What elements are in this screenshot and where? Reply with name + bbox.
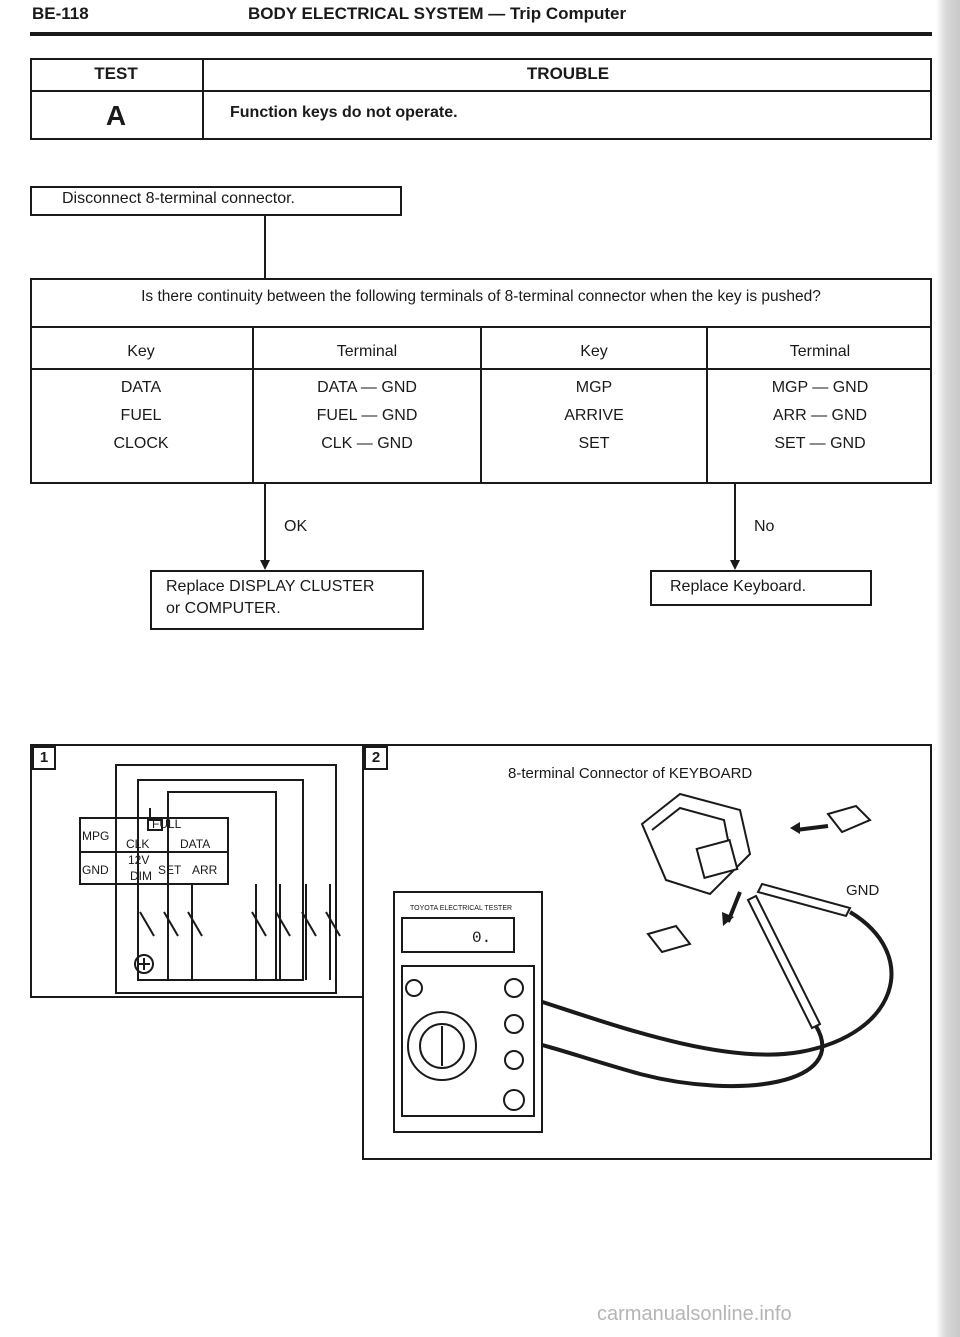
page-number: BE-118 <box>32 4 89 23</box>
figure-2-title: 8-terminal Connector of KEYBOARD <box>508 765 753 782</box>
terminal-header-2: Terminal <box>789 343 851 360</box>
connector-label: ARR <box>192 863 218 877</box>
list-item: ARR — GND <box>772 407 868 424</box>
gnd-label: GND <box>846 882 880 899</box>
terminal-header-1: Terminal <box>336 343 398 360</box>
no-branch-line <box>734 484 736 564</box>
trouble-header: TROUBLE <box>526 64 610 83</box>
list-item: DATA <box>120 379 162 396</box>
trouble-value: Function keys do not operate. <box>230 104 458 121</box>
ok-result-line2: or COMPUTER. <box>166 600 281 617</box>
figure-2-number: 2 <box>364 746 388 770</box>
key-column-2: MGP ARRIVE SET <box>482 374 706 458</box>
test-value: A <box>105 100 127 131</box>
connector-label: FULL <box>152 817 182 831</box>
ok-result-line1: Replace DISPLAY CLUSTER <box>166 578 375 595</box>
key-col-divider-1 <box>252 326 254 484</box>
keyboard-test-illustration: TOYOTA ELECTRICAL TESTER 0. <box>393 792 894 1133</box>
list-item: SET — GND <box>774 435 866 452</box>
list-item: CLOCK <box>113 435 169 452</box>
test-table-divider-h <box>30 90 932 92</box>
no-label: No <box>754 518 775 535</box>
connector-label: GND <box>82 863 109 877</box>
terminal-column-1: DATA — GND FUEL — GND CLK — GND <box>254 374 480 458</box>
terminal-column-2: MGP — GND ARR — GND SET — GND <box>708 374 932 458</box>
list-item: CLK — GND <box>321 435 413 452</box>
list-item: DATA — GND <box>317 379 417 396</box>
key-header-1: Key <box>127 343 155 360</box>
svg-text:0.: 0. <box>472 929 491 947</box>
ok-branch-line <box>264 484 266 564</box>
list-item: SET <box>578 435 610 452</box>
step-disconnect-text: Disconnect 8-terminal connector. <box>62 190 295 207</box>
ok-result-box <box>150 570 424 630</box>
list-item: FUEL — GND <box>316 407 418 424</box>
key-column-1: DATA FUEL CLOCK <box>30 374 252 458</box>
connector-label: MPG <box>82 829 109 843</box>
test-table-divider-v <box>202 58 204 140</box>
no-result-text: Replace Keyboard. <box>670 578 807 595</box>
tester-brand: TOYOTA ELECTRICAL TESTER <box>410 905 512 912</box>
connector-label: SET <box>158 863 182 877</box>
connector-label: 12V <box>128 853 149 867</box>
key-header-2: Key <box>580 343 608 360</box>
connector-label: DIM <box>130 869 152 883</box>
header-rule <box>30 32 932 36</box>
question-text: Is there continuity between the followin… <box>141 288 821 305</box>
watermark: carmanualsonline.info <box>597 1303 792 1325</box>
flow-connector-1 <box>264 216 266 278</box>
key-col-divider-3 <box>706 326 708 484</box>
no-result-box <box>650 570 872 606</box>
step-disconnect-box <box>30 186 402 216</box>
scan-edge-shadow <box>936 0 960 1337</box>
switch-circuit-diagram: MPG FULL CLK DATA GND 12V DIM SET ARR <box>79 764 341 994</box>
test-trouble-table <box>30 58 932 140</box>
page-header: BODY ELECTRICAL SYSTEM — Trip Computer <box>248 4 627 23</box>
list-item: MGP — GND <box>771 379 869 396</box>
key-col-divider-2 <box>480 326 482 484</box>
list-item: MGP <box>575 379 613 396</box>
connector-label: CLK <box>126 837 149 851</box>
figure-1-frame <box>30 744 364 998</box>
list-item: ARRIVE <box>564 407 624 424</box>
connector-label: DATA <box>180 837 210 851</box>
test-header: TEST <box>94 64 138 83</box>
ok-label: OK <box>284 518 308 535</box>
ok-arrow-icon <box>260 560 270 570</box>
figure-1-number: 1 <box>32 746 56 770</box>
no-arrow-icon <box>730 560 740 570</box>
figure-2-frame <box>362 744 932 1160</box>
list-item: FUEL <box>120 407 162 424</box>
